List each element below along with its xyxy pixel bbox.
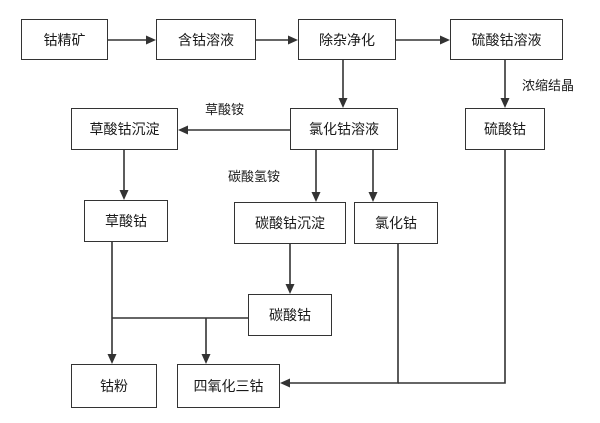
node-cobalt-carbonate-precipitate: 碳酸钴沉淀	[234, 202, 346, 244]
label-ammonium-bicarbonate: 碳酸氢铵	[228, 170, 281, 185]
arrowhead	[338, 98, 348, 108]
node-cobalt-solution: 含钴溶液	[156, 19, 256, 60]
edge-sulfate-to-oxide	[398, 150, 506, 384]
node-cobalt-powder: 钴粉	[71, 364, 157, 408]
arrowhead	[280, 378, 290, 388]
arrowhead	[178, 125, 188, 135]
label-concentrate-crystallize: 浓缩结晶	[522, 79, 575, 94]
arrowhead	[311, 192, 321, 202]
node-cobalt-concentrate: 钴精矿	[21, 19, 108, 60]
node-cobalt-oxalate: 草酸钴	[84, 200, 168, 242]
node-cobalt-oxide: 四氧化三钴	[177, 364, 280, 408]
arrowhead	[146, 35, 156, 45]
arrowhead	[288, 35, 298, 45]
node-cobalt-sulfate: 硫酸钴	[465, 108, 545, 150]
arrowhead	[368, 192, 378, 202]
node-cobalt-chloride: 氯化钴	[354, 202, 438, 244]
arrowhead	[440, 35, 450, 45]
arrowhead	[201, 354, 211, 364]
label-ammonium-oxalate: 草酸铵	[205, 103, 245, 118]
arrowhead	[119, 190, 129, 200]
node-cobalt-carbonate: 碳酸钴	[248, 294, 332, 336]
arrowhead	[285, 284, 295, 294]
node-cobalt-sulfate-solution: 硫酸钴溶液	[450, 19, 563, 60]
node-purification: 除杂净化	[298, 19, 396, 60]
node-cobalt-oxalate-precipitate: 草酸钴沉淀	[71, 108, 178, 150]
arrowhead	[107, 354, 117, 364]
node-cobalt-chloride-solution: 氯化钴溶液	[290, 108, 398, 150]
arrowhead	[500, 98, 510, 108]
